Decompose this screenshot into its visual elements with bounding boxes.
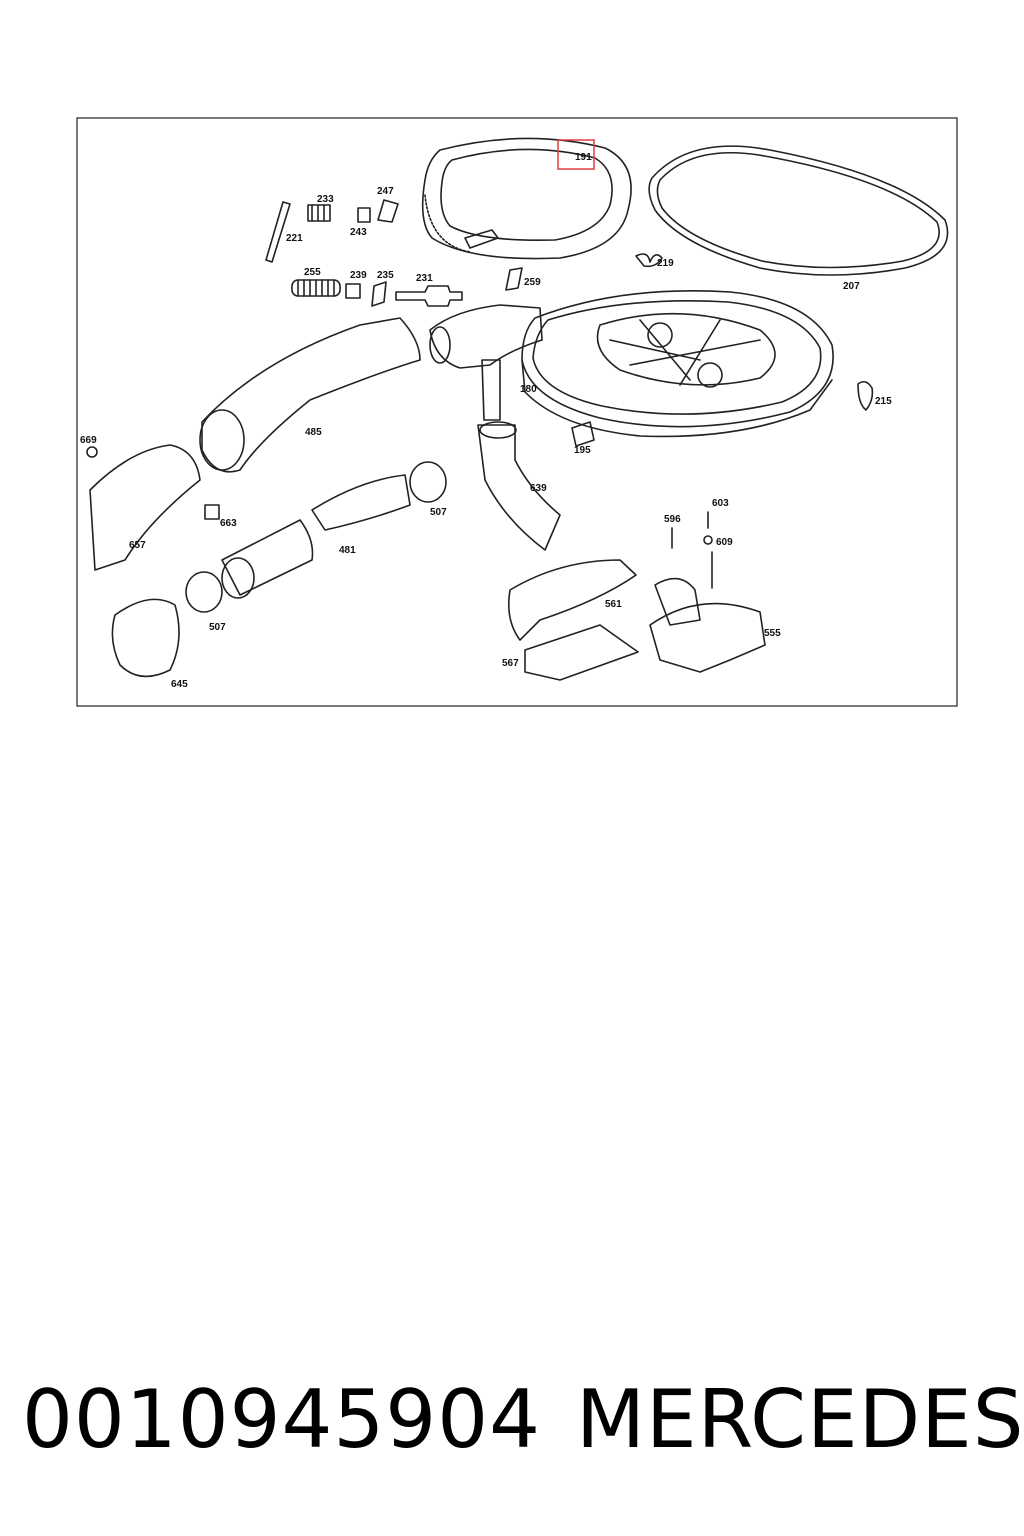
part-555[interactable] — [649, 602, 766, 673]
inlet-elbow[interactable] — [429, 304, 543, 369]
bracket-657[interactable] — [89, 444, 201, 571]
callout-567[interactable]: 567 — [502, 658, 519, 669]
part-259[interactable] — [505, 267, 523, 291]
callout-239[interactable]: 239 — [350, 270, 367, 281]
parts-diagram: 191 221 233 247 243 255 239 235 231 259 … — [0, 0, 1024, 760]
clip-215[interactable] — [857, 380, 874, 411]
footer: 0010945904 MERCEDES — [0, 1360, 1024, 1480]
callout-645[interactable]: 645 — [171, 679, 188, 690]
hose-481[interactable] — [311, 474, 411, 531]
part-221[interactable] — [265, 201, 291, 263]
part-239[interactable] — [345, 283, 361, 299]
callout-259[interactable]: 259 — [524, 277, 541, 288]
callout-657[interactable]: 657 — [129, 540, 146, 551]
callout-596[interactable]: 596 — [664, 514, 681, 525]
hose-639[interactable] — [477, 424, 561, 551]
callout-180[interactable]: 180 — [520, 384, 537, 395]
callout-235[interactable]: 235 — [377, 270, 394, 281]
tube-section[interactable] — [221, 519, 314, 596]
callout-207[interactable]: 207 — [843, 281, 860, 292]
callout-215[interactable]: 215 — [875, 396, 892, 407]
part-645[interactable] — [111, 598, 180, 678]
callout-561[interactable]: 561 — [605, 599, 622, 610]
part-195[interactable] — [571, 421, 595, 447]
washer-609[interactable] — [703, 535, 713, 545]
brand-name: MERCEDES — [576, 1373, 1024, 1466]
air-cleaner-housing[interactable] — [521, 290, 834, 438]
callout-247[interactable]: 247 — [377, 186, 394, 197]
screw-669[interactable] — [86, 446, 98, 458]
part-231[interactable] — [395, 285, 463, 307]
part-243[interactable] — [357, 207, 371, 223]
part-255[interactable] — [291, 279, 341, 297]
gasket-ring[interactable] — [648, 145, 949, 276]
callout-507-upper[interactable]: 507 — [430, 507, 447, 518]
part-233[interactable] — [307, 204, 331, 222]
callout-669[interactable]: 669 — [80, 435, 97, 446]
callout-485[interactable]: 485 — [305, 427, 322, 438]
callout-603[interactable]: 603 — [712, 498, 729, 509]
callout-481[interactable]: 481 — [339, 545, 356, 556]
callout-219[interactable]: 219 — [657, 258, 674, 269]
callout-255[interactable]: 255 — [304, 267, 321, 278]
callout-243[interactable]: 243 — [350, 227, 367, 238]
clamp-507-upper[interactable] — [409, 461, 447, 503]
part-number: 0010945904 — [22, 1373, 541, 1466]
callout-195[interactable]: 195 — [574, 445, 591, 456]
clamp-507-lower[interactable] — [185, 571, 223, 613]
part-663[interactable] — [204, 504, 220, 520]
diagram-border — [76, 117, 958, 707]
hose-485[interactable] — [201, 317, 421, 473]
callout-233[interactable]: 233 — [317, 194, 334, 205]
part-219[interactable] — [635, 253, 663, 268]
callout-609[interactable]: 609 — [716, 537, 733, 548]
part-247[interactable] — [377, 199, 399, 223]
callout-191[interactable]: 191 — [575, 152, 592, 163]
part-235[interactable] — [371, 281, 387, 307]
part-180[interactable] — [481, 359, 501, 421]
callout-221[interactable]: 221 — [286, 233, 303, 244]
callout-639[interactable]: 639 — [530, 483, 547, 494]
air-filter-element[interactable] — [421, 137, 632, 260]
highlight-box — [557, 139, 595, 170]
part-567[interactable] — [524, 624, 639, 681]
callout-507-lower[interactable]: 507 — [209, 622, 226, 633]
callout-231[interactable]: 231 — [416, 273, 433, 284]
callout-555[interactable]: 555 — [764, 628, 781, 639]
part-561[interactable] — [507, 559, 637, 641]
callout-663[interactable]: 663 — [220, 518, 237, 529]
